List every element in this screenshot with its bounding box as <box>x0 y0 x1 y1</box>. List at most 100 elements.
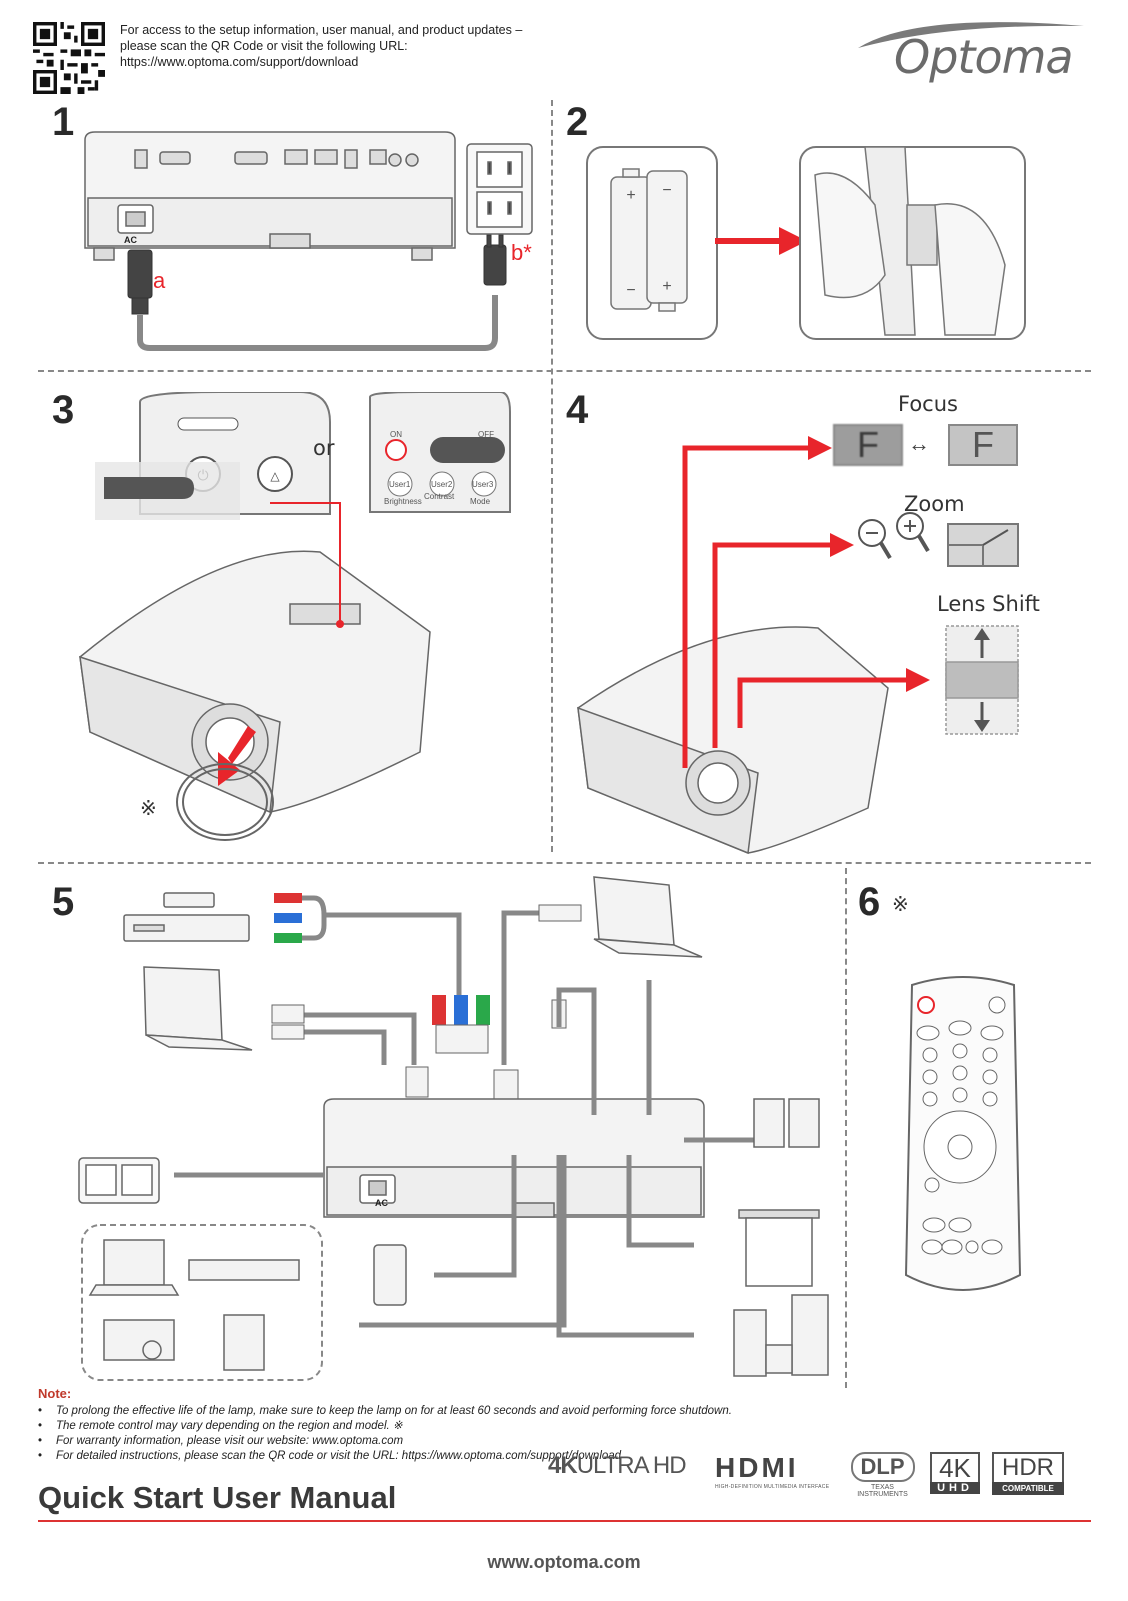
ultrahd-prefix: 4K <box>548 1452 578 1479</box>
keypad-zoom-panel: ⏻ △ <box>95 392 331 520</box>
pointing-hand-icon <box>104 477 194 499</box>
logo-hdmi: HDMI HIGH-DEFINITION MULTIMEDIA INTERFAC… <box>715 1452 830 1504</box>
hdr-text: HDR <box>992 1452 1064 1482</box>
zoom-label: Zoom <box>904 492 965 516</box>
remote-zoom-panel <box>369 392 511 513</box>
lens-shift-icon <box>945 625 1019 735</box>
ac-port-label: AC <box>124 235 137 245</box>
wall-outlet-icon <box>466 143 533 235</box>
arrow-head-icons <box>808 436 930 692</box>
fourk-text: 4K <box>930 1452 980 1482</box>
notes-list: To prolong the effective life of the lam… <box>38 1404 732 1464</box>
footer-url[interactable]: www.optoma.com <box>487 1552 641 1572</box>
hdmi-text: HDMI <box>715 1452 799 1483</box>
lens-cap-icon <box>176 763 274 841</box>
stereo-system-icon <box>733 1294 829 1377</box>
laptop-icon <box>143 876 703 1051</box>
up-button-icon <box>257 456 293 492</box>
divider-horizontal-2 <box>38 862 1091 864</box>
zoom-in-icon <box>896 512 930 553</box>
phone-icon <box>373 1244 407 1306</box>
step5-illustration <box>78 876 829 1381</box>
pointing-hand-icon <box>430 437 505 463</box>
focus-letter-sharp: F <box>972 424 994 465</box>
ultrahd-text: ULTRA HD <box>576 1452 687 1479</box>
projector-top-icon <box>577 626 889 855</box>
intro-line: please scan the QR Code or visit the fol… <box>120 39 408 53</box>
intro-text: For access to the setup information, use… <box>120 22 570 70</box>
dlp-subtext: TEXAS INSTRUMENTS <box>857 1484 908 1498</box>
vga-cable-icon <box>304 910 539 1065</box>
arrow-right-icon <box>715 227 807 255</box>
remote-control-icon[interactable] <box>904 975 1022 1295</box>
optoma-logo: Optoma <box>856 18 1086 88</box>
zoom-frame-icon <box>947 523 1019 567</box>
step6-mark: ※ <box>892 892 909 916</box>
qr-code[interactable] <box>33 22 105 94</box>
remote-user2-label: User2 <box>431 480 453 489</box>
dvd-player-icon <box>123 892 250 942</box>
divider-vertical-bottom <box>845 868 847 1388</box>
remote-user3-label: User3 <box>472 480 494 489</box>
remote-user1-label: User1 <box>389 480 411 489</box>
step-number-2: 2 <box>566 100 589 144</box>
note-item: For detailed instructions, please scan t… <box>38 1449 732 1464</box>
support-url[interactable]: https://www.optoma.com/support/download <box>120 55 359 69</box>
projection-screen-icon <box>738 1209 820 1287</box>
fourk-subtext: UHD <box>930 1482 980 1494</box>
connector-icons <box>271 904 582 1101</box>
logo-dlp: DLP TEXAS INSTRUMENTS <box>845 1452 920 1504</box>
hdr-subtext: COMPATIBLE <box>992 1482 1064 1495</box>
step1-label-a: a <box>153 268 166 293</box>
divider-vertical-top <box>551 100 553 852</box>
logo-ultrahd: 4KULTRA HD <box>548 1452 708 1504</box>
document-title: Quick Start User Manual <box>38 1480 397 1515</box>
remote-on-button-icon <box>385 439 407 461</box>
step-number-3: 3 <box>52 388 75 432</box>
power-plug-icon <box>127 234 507 315</box>
focus-blurry-box: F <box>833 424 903 466</box>
power-cord-icon <box>137 295 498 351</box>
focus-letter-blurry: F <box>857 424 879 465</box>
step-number-1: 1 <box>52 100 75 144</box>
remote-mode-label: Mode <box>470 497 491 506</box>
media-devices-icons <box>88 1239 300 1371</box>
remote-contrast-label: Contrast <box>424 492 455 501</box>
step4-illustration <box>577 436 1019 855</box>
av-cable-icon <box>174 980 764 1338</box>
hand-remote-icon <box>814 146 1006 336</box>
adjustment-arrows <box>682 445 906 768</box>
speakers-icon <box>753 1098 820 1148</box>
projector-rear-icon <box>84 131 456 261</box>
or-label: or <box>313 436 335 460</box>
lens-cap-mark: ※ <box>140 796 157 820</box>
svg-text:+: + <box>662 278 671 295</box>
focus-sharp-box: F <box>948 424 1018 466</box>
remote-brightness-label: Brightness <box>384 497 422 506</box>
note-item: For warranty information, please visit o… <box>38 1434 732 1449</box>
step2-illustration: + − − + <box>586 146 1026 340</box>
remote-on-label: ON <box>390 430 402 439</box>
logo-4k-uhd: 4K UHD <box>930 1452 980 1504</box>
component-cable-icon <box>274 893 490 1054</box>
svg-text:+: + <box>626 187 635 204</box>
brand-name: Optoma <box>894 30 1074 84</box>
media-devices-group <box>81 1224 323 1381</box>
step-number-5: 5 <box>52 880 75 924</box>
step-number-6: 6 <box>858 880 881 924</box>
battery-icon: + − − + <box>610 168 688 312</box>
intro-line: For access to the setup information, use… <box>120 23 523 37</box>
step-number-4: 4 <box>566 388 589 432</box>
pointer-line <box>270 502 341 622</box>
note-item: The remote control may vary depending on… <box>38 1419 732 1434</box>
zoom-out-icon <box>858 519 892 560</box>
remote-off-label: OFF <box>478 430 494 439</box>
step3-illustration: ⏻ △ <box>79 392 511 841</box>
logo-hdr: HDR COMPATIBLE <box>992 1452 1064 1504</box>
wall-outlet-icon <box>78 1157 160 1204</box>
svg-text:−: − <box>662 182 671 199</box>
focus-arrow-icon: ↔ <box>908 431 930 456</box>
svg-text:△: △ <box>270 469 280 483</box>
notes-title: Note: <box>38 1386 72 1401</box>
step1-illustration <box>84 131 533 351</box>
